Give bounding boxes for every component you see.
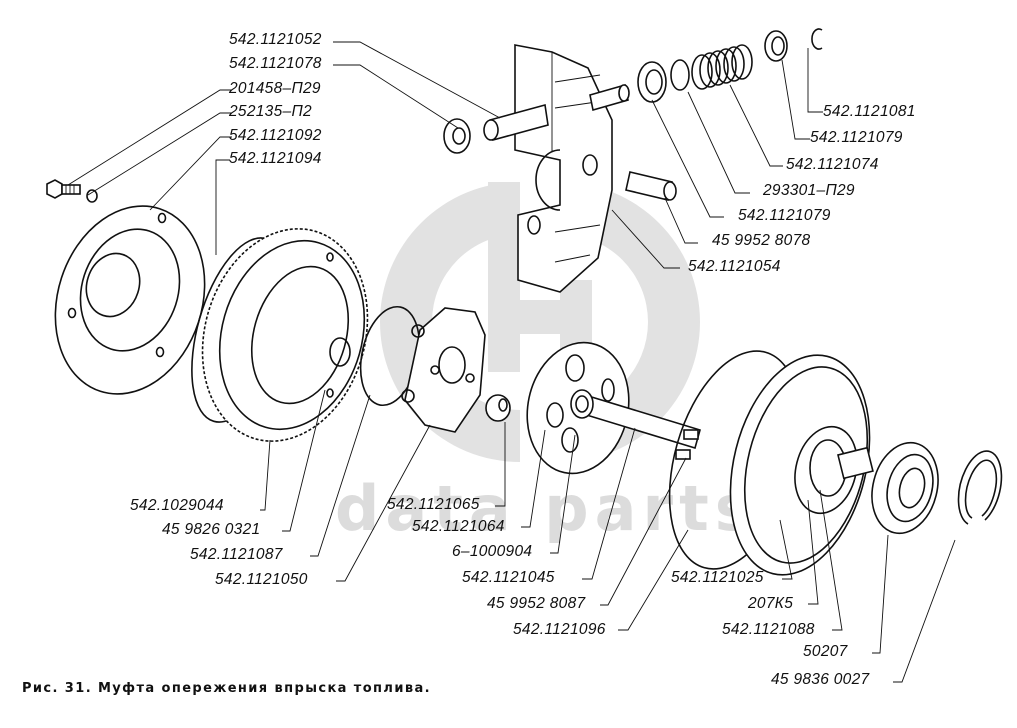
- spring-washers: [637, 59, 690, 103]
- part-label: 542.1121079: [738, 207, 831, 224]
- part-label: 542.1121094: [229, 150, 322, 167]
- part-label: 207К5: [748, 595, 794, 612]
- part-label: 45 9836 0027: [771, 671, 870, 688]
- flyweight: [514, 44, 613, 293]
- axle-pin: [483, 83, 630, 142]
- part-label: 542.1121064: [412, 518, 505, 535]
- watermark-text: data parts: [335, 472, 758, 545]
- coupling-housing: [729, 354, 874, 576]
- retaining-ring: [957, 450, 1003, 525]
- part-label: 542.1121052: [229, 31, 322, 48]
- part-label: 252135–П2: [229, 103, 312, 120]
- part-label: 45 9952 8078: [712, 232, 811, 249]
- part-label: 45 9826 0321: [162, 521, 261, 538]
- part-label: 50207: [803, 643, 848, 660]
- bushing: [485, 394, 511, 422]
- part-label: 6–1000904: [452, 543, 533, 560]
- part-label: 542.1121096: [513, 621, 606, 638]
- dowel-pins: [675, 429, 699, 460]
- spring-washer: [86, 189, 98, 203]
- figure-caption: Рис. 31. Муфта опережения впрыска топлив…: [22, 681, 431, 696]
- part-label: 542.1121045: [462, 569, 555, 586]
- ball-bearing: [871, 441, 939, 535]
- leader-lines: [67, 41, 956, 683]
- driven-gear: [191, 228, 369, 442]
- circlip: [811, 28, 823, 50]
- part-label: 542.1121079: [810, 129, 903, 146]
- part-label: 542.1029044: [130, 497, 224, 514]
- shaft: [570, 389, 701, 450]
- part-label: 542.1121065: [387, 496, 480, 513]
- roller-pin: [625, 171, 677, 201]
- spring-seat: [764, 30, 788, 62]
- part-label: 542.1121092: [229, 127, 322, 144]
- bolt: [46, 179, 81, 199]
- part-label: 201458–П29: [229, 80, 321, 97]
- thrust-washer: [443, 118, 471, 154]
- coil-spring: [691, 44, 753, 90]
- part-label: 542.1121025: [671, 569, 764, 586]
- part-label: 45 9952 8087: [487, 595, 586, 612]
- part-label: 542.1121087: [190, 546, 283, 563]
- hub-with-pins: [401, 307, 486, 433]
- part-label: 293301–П29: [763, 182, 855, 199]
- part-label: 542.1121081: [823, 103, 916, 120]
- part-label: 542.1121078: [229, 55, 322, 72]
- part-label: 542.1121074: [786, 156, 879, 173]
- part-label: 542.1121050: [215, 571, 308, 588]
- part-label: 542.1121088: [722, 621, 815, 638]
- part-label: 542.1121054: [688, 258, 781, 275]
- flange-cover: [54, 205, 206, 395]
